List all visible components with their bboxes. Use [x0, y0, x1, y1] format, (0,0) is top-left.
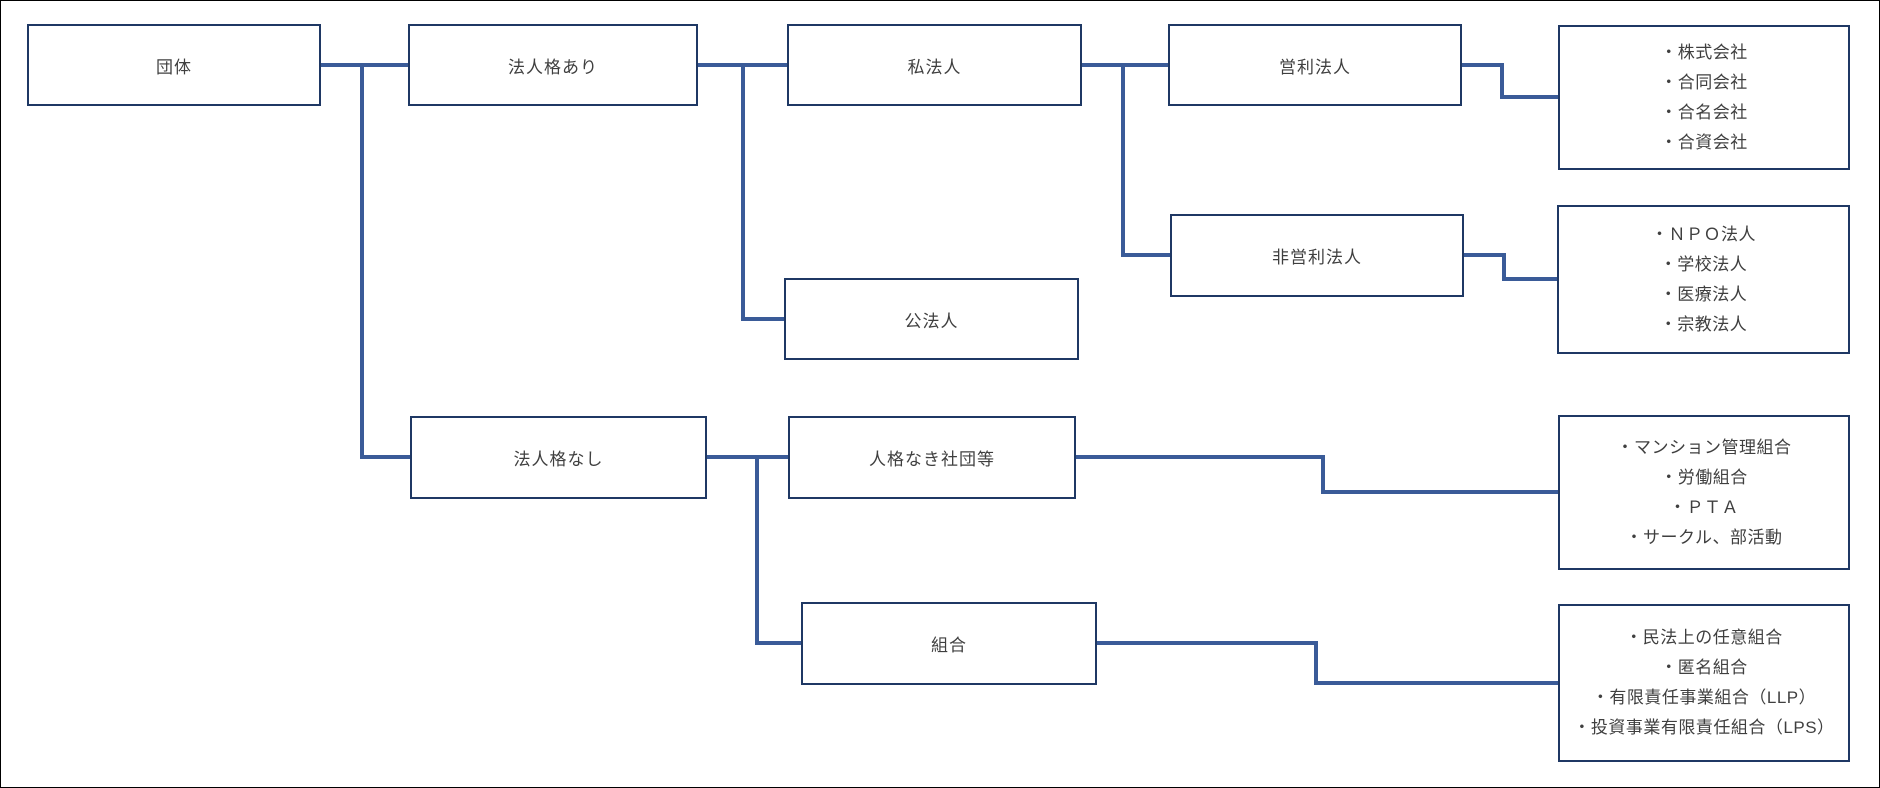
connector-legal-yes-to-public [741, 65, 784, 321]
list-item: ・株式会社 [1660, 42, 1748, 62]
node-partnership: 組合 [801, 602, 1097, 685]
list-item: ・サークル、部活動 [1625, 527, 1783, 547]
list-item: ・宗教法人 [1659, 314, 1748, 334]
node-legal-personality-no: 法人格なし [410, 416, 707, 499]
node-label: 非営利法人 [1272, 248, 1362, 267]
node-label: 法人格なし [513, 450, 604, 469]
list-item: ・民法上の任意組合 [1625, 628, 1783, 647]
list-item: ・医療法人 [1659, 284, 1748, 304]
list-item: ・合名会社 [1660, 102, 1748, 122]
list-item: ・ＮＰＯ法人 [1651, 224, 1756, 244]
connector-legal-no-to-partnership [755, 457, 801, 645]
list-item: ・学校法人 [1659, 254, 1748, 274]
list-item: ・合資会社 [1660, 132, 1748, 152]
list-item: ・マンション管理組合 [1616, 437, 1792, 457]
node-label: 団体 [156, 57, 192, 77]
list-item: ・合同会社 [1660, 72, 1748, 92]
list-item: ・有限責任事業組合（LLP） [1591, 688, 1817, 707]
list-item: ・ＰＴＡ [1669, 497, 1739, 517]
node-label: 公法人 [904, 311, 959, 331]
node-for-profit-corporation: 営利法人 [1168, 24, 1462, 106]
leaf-list-for-profit-examples: ・株式会社 ・合同会社 ・合名会社 ・合資会社 [1558, 25, 1850, 170]
node-nonprofit-corporation: 非営利法人 [1170, 214, 1464, 297]
connector-profit-to-list [1462, 63, 1558, 99]
list-item: ・匿名組合 [1660, 658, 1748, 677]
node-unincorporated-association: 人格なき社団等 [788, 416, 1076, 499]
connector-unincorporated-to-list [1076, 455, 1558, 494]
node-label: 人格なき社団等 [869, 450, 995, 469]
leaf-list-partnership-examples: ・民法上の任意組合 ・匿名組合 ・有限責任事業組合（LLP） ・投資事業有限責任… [1558, 604, 1850, 762]
leaf-list-unincorporated-examples: ・マンション管理組合 ・労働組合 ・ＰＴＡ ・サークル、部活動 [1558, 415, 1850, 570]
node-label: 法人格あり [508, 57, 598, 77]
node-private-juridical-person: 私法人 [787, 24, 1082, 106]
list-item: ・労働組合 [1660, 467, 1748, 487]
node-label: 営利法人 [1279, 57, 1351, 77]
connector-private-to-nonprofit [1121, 65, 1170, 257]
node-legal-personality-yes: 法人格あり [408, 24, 698, 106]
list-item: ・投資事業有限責任組合（LPS） [1573, 718, 1835, 737]
connector-nonprofit-to-list [1464, 253, 1557, 281]
node-label: 組合 [931, 636, 967, 655]
leaf-list-nonprofit-examples: ・ＮＰＯ法人 ・学校法人 ・医療法人 ・宗教法人 [1557, 205, 1850, 354]
node-organization: 団体 [27, 24, 321, 106]
connector-organization-to-legal-no [360, 65, 410, 459]
connector-partnership-to-list [1097, 641, 1558, 685]
node-public-juridical-person: 公法人 [784, 278, 1079, 360]
node-label: 私法人 [907, 57, 962, 77]
